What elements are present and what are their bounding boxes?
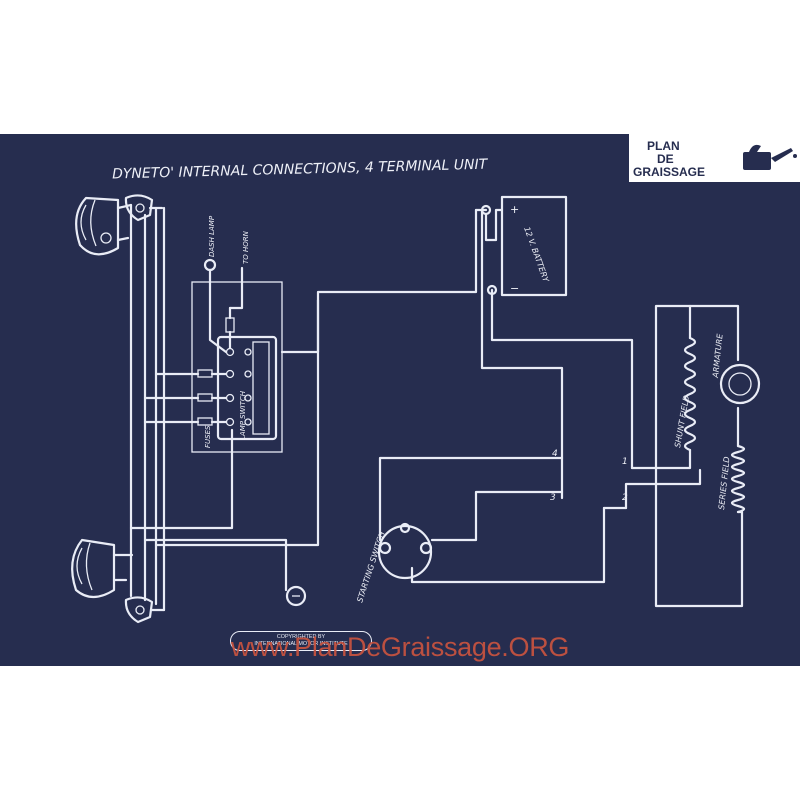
lamp-switch-panel [143,268,283,453]
headlamp-top [75,196,133,256]
armature-label: ARMATURE [711,332,725,379]
fuse-2 [197,393,213,402]
terminal-3: 3 [550,493,556,503]
battery-minus: − [510,282,519,295]
battery-plus: + [510,203,519,216]
starting-switch-label: STARTING SWITCH [355,530,386,603]
diagram-title: DYNETO' INTERNAL CONNECTIONS, 4 TERMINAL… [112,157,489,183]
logo-badge [629,134,800,182]
copyright-line-2: INTERNATIONAL MOTOR INSTITUTE [254,641,348,647]
terminal-1: 1 [622,457,628,467]
series-field-label: SERIES FIELD [717,456,732,510]
lamp-switch-label: LAMP SWITCH [239,390,247,440]
logo-line-2: DE [657,152,674,166]
battery [480,195,568,297]
wiring-diagram: DYNETO' INTERNAL CONNECTIONS, 4 TERMINAL… [0,134,800,666]
armature [688,304,761,448]
dash-lamp [203,258,217,272]
dash-lamp-label: DASH LAMP [208,215,216,257]
horn-fuse [225,317,235,333]
series-field-coil [730,444,746,514]
terminal-4: 4 [552,449,558,459]
shunt-field-coil [630,304,744,608]
oil-can-icon [743,144,797,170]
copyright-plate: COPYRIGHTED BY INTERNATIONAL MOTOR INSTI… [230,631,372,651]
logo-text: PLAN DE GRAISSAGE [633,140,705,179]
headlamp-bottom [71,538,134,599]
fuses-label: FUSES [204,425,212,448]
battery-label: 12 V. BATTERY [522,226,551,285]
fuse-3 [197,417,213,426]
side-lamp-bottom [124,596,154,624]
horn-wire [228,266,244,310]
shunt-field-label: SHUNT FIELD [673,395,691,449]
logo-line-3: GRAISSAGE [633,165,706,179]
horn-label: TO HORN [242,230,250,264]
tail-lamp [285,585,307,607]
logo-line-1: PLAN [647,139,680,153]
fuse-1 [197,369,213,378]
copyright-line-1: COPYRIGHTED BY [276,634,326,640]
starting-switch [377,522,433,580]
watermark-url: www.PlanDeGraissage.ORG [230,632,570,662]
diagram-drawing: DYNETO' INTERNAL CONNECTIONS, 4 TERMINAL… [71,157,761,624]
